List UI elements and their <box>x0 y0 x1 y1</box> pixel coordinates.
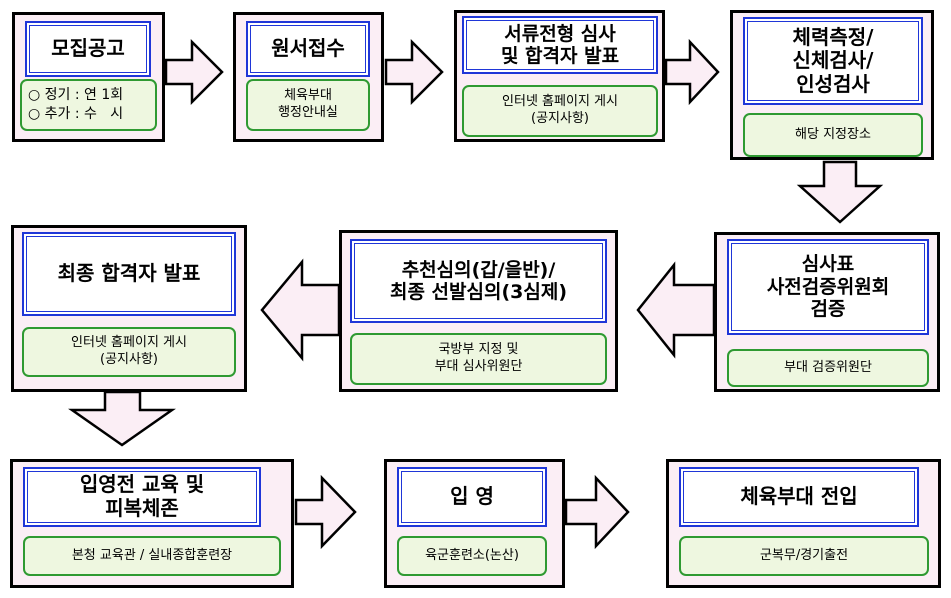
step-detail: 부대 검증위원단 <box>727 349 929 387</box>
arrow-right-8-9 <box>294 474 357 550</box>
step-title: 최종 합격자 발표 <box>22 232 236 316</box>
step-recruitment-notice: 모집공고 ○ 정기 : 연 1회 ○ 추가 : 수 시 <box>12 12 165 142</box>
step-title: 원서접수 <box>246 21 370 77</box>
arrow-left-5-6 <box>636 261 716 359</box>
step-physical-tests: 체력측정/ 신체검사/ 인성검사 해당 지정장소 <box>730 10 934 160</box>
step-detail: 인터넷 홈페이지 게시 (공지사항) <box>22 327 236 377</box>
step-selection-review: 추천심의(갑/을반)/ 최종 선발심의(3심제) 국방부 지정 및 부대 심사위… <box>339 230 618 392</box>
step-title: 입영전 교육 및 피복체존 <box>23 467 261 527</box>
step-title: 체육부대 전입 <box>679 467 919 527</box>
arrow-down-4-5 <box>796 160 884 224</box>
step-title: 추천심의(갑/을반)/ 최종 선발심의(3심제) <box>350 239 607 323</box>
step-unit-transfer: 체육부대 전입 군복무/경기출전 <box>666 459 941 588</box>
step-title: 체력측정/ 신체검사/ 인성검사 <box>743 17 923 105</box>
step-title: 심사표 사전검증위원회 검증 <box>727 239 929 335</box>
step-detail: 국방부 지정 및 부대 심사위원단 <box>350 333 607 385</box>
arrow-right-9-10 <box>564 474 630 550</box>
step-detail: 체육부대 행정안내실 <box>246 79 370 131</box>
step-application: 원서접수 체육부대 행정안내실 <box>233 12 384 142</box>
step-detail: 군복무/경기출전 <box>679 536 929 576</box>
arrow-left-6-7 <box>260 258 341 362</box>
arrow-right-2-3 <box>384 38 444 106</box>
step-title: 모집공고 <box>25 21 151 77</box>
arrow-right-3-4 <box>664 38 720 106</box>
step-detail: 인터넷 홈페이지 게시 (공지사항) <box>462 85 658 137</box>
step-detail: ○ 정기 : 연 1회 ○ 추가 : 수 시 <box>20 79 157 131</box>
step-title: 입 영 <box>397 467 547 527</box>
step-final-announcement: 최종 합격자 발표 인터넷 홈페이지 게시 (공지사항) <box>11 225 247 392</box>
step-title: 서류전형 심사 및 합격자 발표 <box>462 16 658 74</box>
step-detail: 해당 지정장소 <box>743 113 923 157</box>
step-pre-verification: 심사표 사전검증위원회 검증 부대 검증위원단 <box>714 232 940 392</box>
step-pre-enlistment-training: 입영전 교육 및 피복체존 본청 교육관 / 실내종합훈련장 <box>10 459 294 588</box>
arrow-right-1-2 <box>164 38 224 106</box>
step-detail: 본청 교육관 / 실내종합훈련장 <box>23 536 281 576</box>
step-document-screening: 서류전형 심사 및 합격자 발표 인터넷 홈페이지 게시 (공지사항) <box>454 10 665 142</box>
step-detail: 육군훈련소(논산) <box>397 536 547 576</box>
arrow-down-7-8 <box>68 390 176 447</box>
step-enlistment: 입 영 육군훈련소(논산) <box>384 459 565 588</box>
